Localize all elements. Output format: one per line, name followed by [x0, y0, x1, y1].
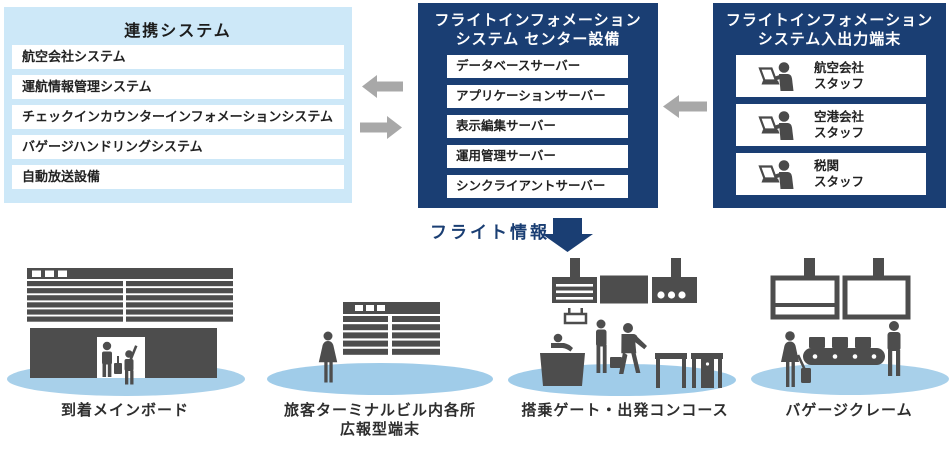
- io-terminal-title: フライトインフォメーション システム入出力端末: [713, 3, 946, 55]
- left-arrow-icon: [663, 95, 707, 118]
- hanging-display-frames: [770, 258, 911, 320]
- terminal-title-line1: フライトインフォメーション: [725, 12, 934, 29]
- staff-label-line1: 税関: [814, 159, 840, 173]
- linked-system-item: 自動放送設備: [12, 165, 344, 189]
- staff-label-line2: スタッフ: [814, 77, 865, 91]
- server-item: シンクライアントサーバー: [447, 175, 628, 198]
- person-at-laptop-icon: [758, 62, 794, 91]
- wall-with-doorway: [30, 328, 217, 378]
- scene-label-baggage-claim: バゲージクレーム: [785, 402, 913, 419]
- standing-woman-icon: [318, 331, 338, 383]
- terminal-title-line2: システム入出力端末: [757, 31, 902, 48]
- gate-turnstiles: [655, 353, 723, 388]
- center-equipment-title: フライトインフォメーション システム センター設備: [418, 3, 658, 55]
- server-item: 運用管理サーバー: [447, 145, 628, 168]
- arrival-main-board-icon: [7, 268, 245, 396]
- linked-systems-panel: 連携システム 航空会社システム 運航情報管理システム チェックインカウンターイン…: [4, 7, 352, 203]
- right-arrow-icon: [360, 116, 402, 139]
- traveler-with-suitcase-icon: [102, 341, 122, 377]
- linked-systems-title: 連携システム: [124, 23, 232, 40]
- left-arrow-icon: [362, 75, 403, 98]
- woman-pulling-suitcase-icon: [781, 331, 811, 387]
- linked-system-item: 運航情報管理システム: [12, 75, 344, 99]
- boarding-gate-concourse-icon: [508, 258, 736, 396]
- server-item: データベースサーバー: [447, 55, 628, 78]
- io-terminal-panel: フライトインフォメーション システム入出力端末 航空会社 スタッフ: [713, 3, 946, 208]
- staff-label: 税関 スタッフ: [814, 158, 864, 190]
- floor-shadow: [267, 363, 493, 395]
- terminal-display-board-icon: [267, 302, 493, 395]
- scene-label-boarding-gate: 搭乗ゲート・出発コンコース: [521, 402, 729, 419]
- staff-label-line2: スタッフ: [814, 175, 865, 189]
- staff-label-line2: スタッフ: [814, 126, 865, 140]
- passenger-with-briefcase-icon: [610, 323, 647, 374]
- walking-passenger-icon: [596, 319, 607, 373]
- person-at-laptop-icon: [758, 160, 794, 189]
- staff-label: 空港会社 スタッフ: [814, 109, 864, 141]
- waiting-man-icon: [887, 321, 901, 376]
- down-arrow-icon: [542, 218, 593, 252]
- waving-person-icon: [124, 345, 138, 385]
- scene-label-line1: 旅客ターミナルビル内各所: [283, 402, 476, 419]
- floor-shadow: [751, 363, 949, 395]
- gate-counter-agent-icon: [540, 333, 585, 386]
- center-title-line2: システム センター設備: [455, 31, 621, 48]
- staff-label-line1: 航空会社: [814, 61, 865, 75]
- scene-label-line2: 広報型端末: [339, 421, 420, 438]
- center-equipment-panel: フライトインフォメーション システム センター設備 データベースサーバー アプリ…: [418, 3, 658, 208]
- baggage-conveyor: [803, 337, 885, 365]
- linked-system-item: 航空会社システム: [12, 45, 344, 69]
- center-title-line1: フライトインフォメーション: [434, 12, 642, 29]
- person-at-laptop-icon: [758, 111, 794, 140]
- server-item: アプリケーションサーバー: [447, 85, 628, 108]
- server-item: 表示編集サーバー: [447, 115, 628, 138]
- staff-label: 航空会社 スタッフ: [814, 60, 864, 92]
- baggage-claim-carousel-icon: [751, 258, 949, 395]
- hanging-displays: [552, 258, 697, 325]
- scene-label-arrival-board: 到着メインボード: [60, 402, 189, 419]
- staff-label-line1: 空港会社: [814, 110, 865, 124]
- staff-row: 税関 スタッフ: [736, 153, 926, 195]
- linked-system-item: チェックインカウンターインフォメーションシステム: [12, 105, 344, 129]
- flight-info-label: フライト情報: [430, 223, 550, 242]
- display-board: [343, 302, 440, 355]
- staff-row: 空港会社 スタッフ: [736, 104, 926, 146]
- arrival-board: [27, 268, 233, 322]
- staff-row: 航空会社 スタッフ: [736, 55, 926, 97]
- scene-label-terminal-displays: 旅客ターミナルビル内各所 広報型端末: [260, 401, 500, 439]
- linked-system-item: バゲージハンドリングシステム: [12, 135, 344, 159]
